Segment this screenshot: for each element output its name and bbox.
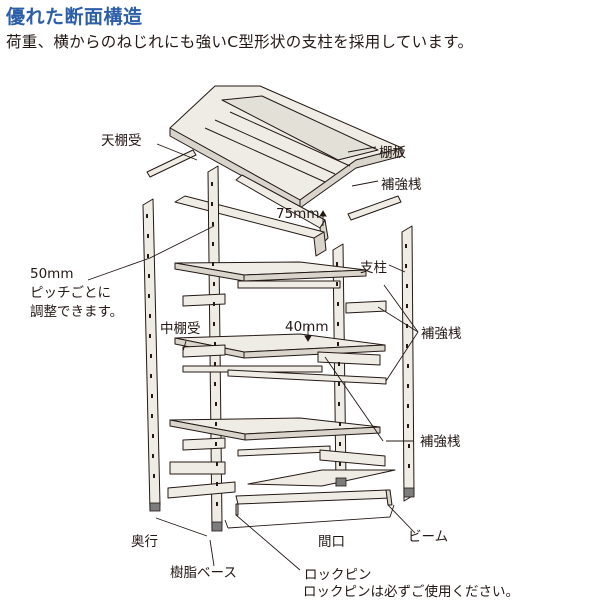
page-subtitle: 荷重、横からのねじれにも強いC型形状の支柱を採用しています。	[6, 33, 474, 51]
label-pitch-size: 50mm	[30, 266, 74, 282]
label-okuyuki: 奥行	[131, 534, 158, 550]
label-pitch-text-1: ピッチごとに	[30, 285, 111, 301]
label-hokyo-low: 補強桟	[420, 434, 461, 450]
fourth-shelf-board	[169, 417, 381, 441]
label-pitch-text-2: 調整できます。	[30, 304, 124, 320]
page-title: 優れた断面構造	[6, 6, 143, 28]
label-dim-40: 40mm	[285, 319, 329, 335]
resin-bases	[149, 477, 415, 532]
fourth-beam	[182, 437, 386, 467]
leader-lines	[87, 143, 419, 571]
label-dim-75: 75mm	[276, 206, 320, 222]
label-shichu: 支柱	[360, 260, 387, 276]
label-ten-tanauke: 天棚受	[101, 133, 142, 149]
label-lockpin-note: ロックピンは必ずご使用ください。	[303, 584, 519, 600]
label-hokyo-top: 補強桟	[381, 177, 422, 193]
post-slots	[146, 182, 410, 506]
dimension-arrows	[304, 210, 327, 342]
third-beam	[182, 344, 387, 385]
upper-right-bracket	[347, 195, 402, 221]
label-lockpin: ロックピン	[304, 567, 372, 583]
label-beam: ビーム	[408, 529, 449, 545]
top-shelf-board	[169, 85, 403, 209]
second-beam	[182, 280, 387, 314]
bottom-tier	[167, 461, 396, 516]
label-jushi-base: 樹脂ベース	[170, 565, 237, 581]
label-maguchi: 間口	[318, 534, 345, 550]
label-naka-tanauke: 中棚受	[160, 321, 201, 337]
second-shelf-board	[174, 261, 367, 282]
right-front-post	[401, 225, 415, 502]
ten-tanauke-bracket	[146, 149, 197, 178]
label-hokyo-mid: 補強桟	[421, 326, 462, 342]
label-tanaita: 棚板	[379, 145, 406, 161]
